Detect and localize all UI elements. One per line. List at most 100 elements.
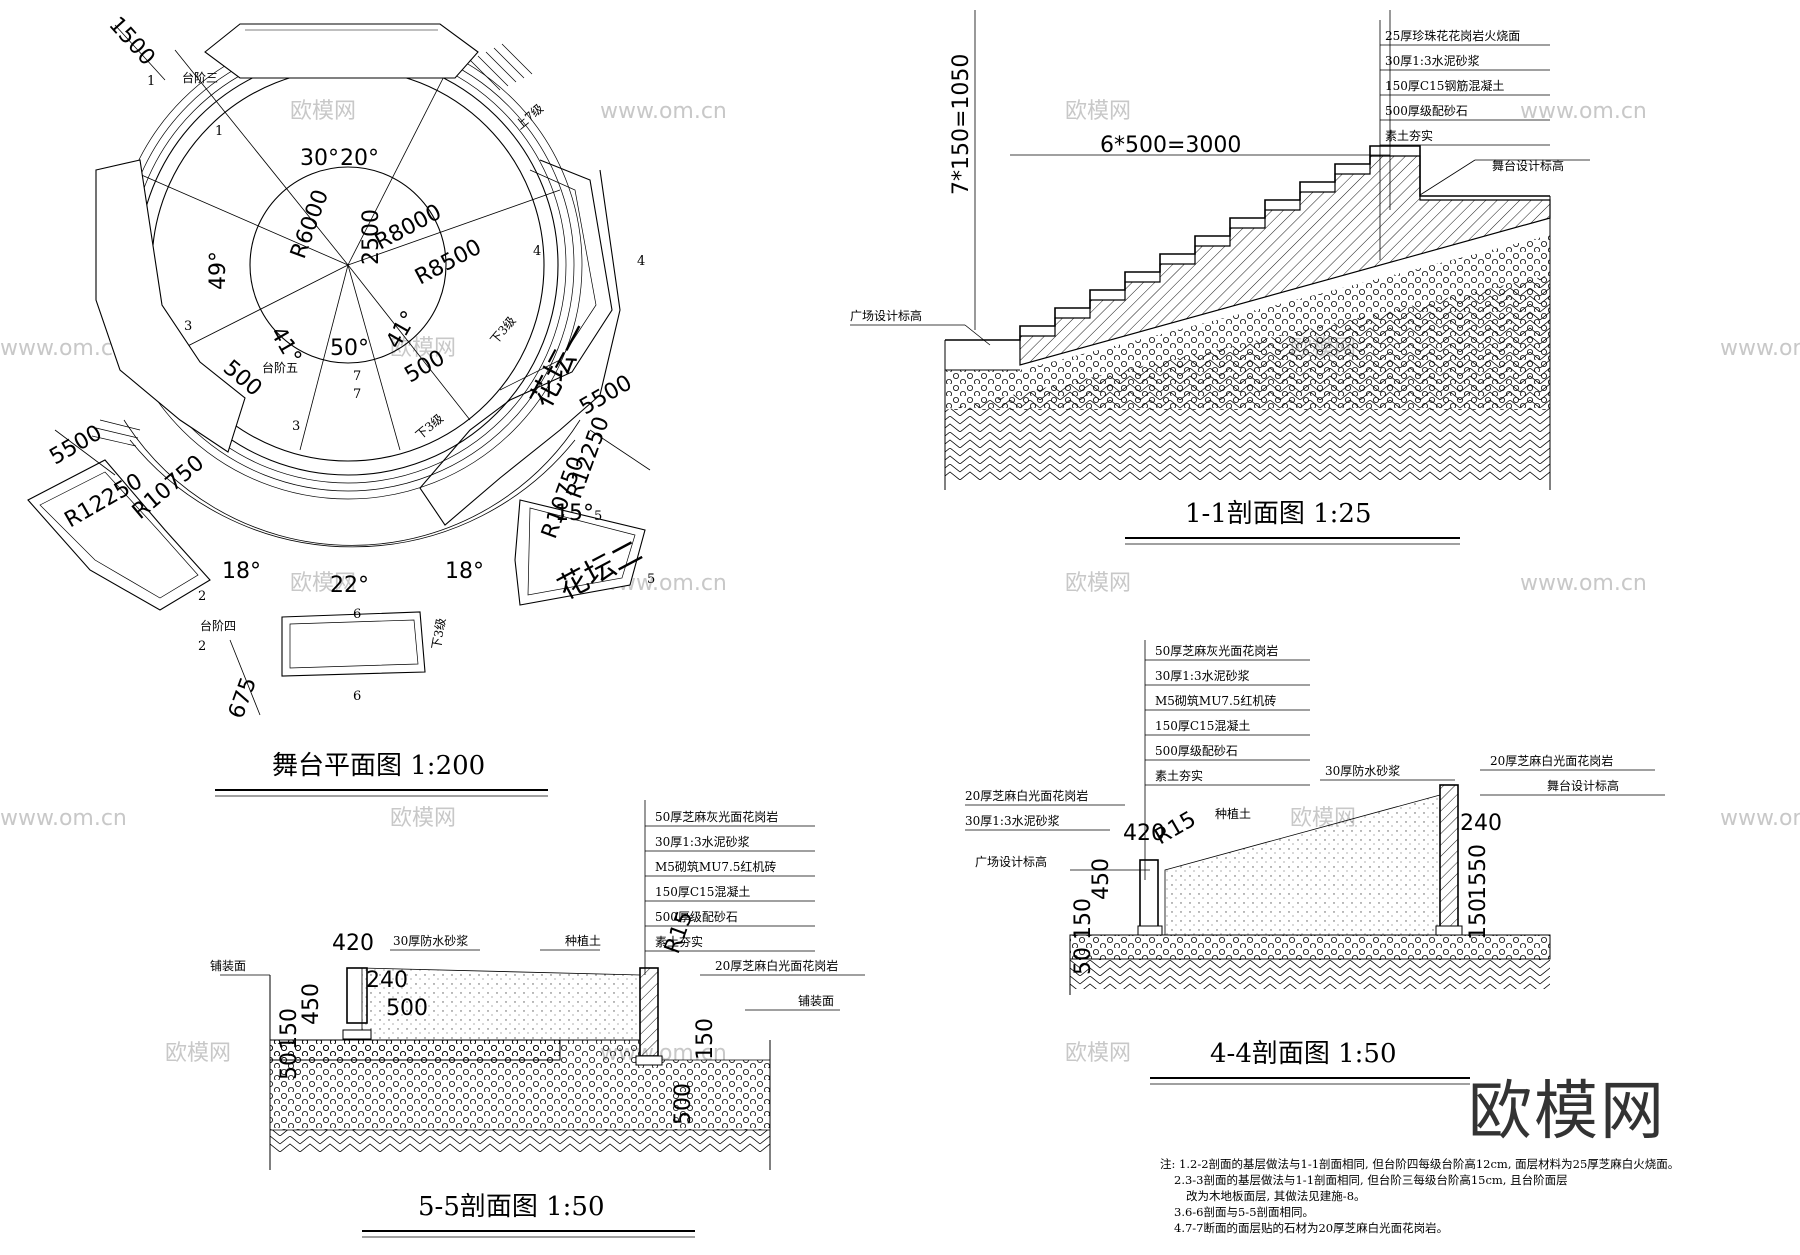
dimension: 150 — [693, 1018, 718, 1060]
step-label: 下3级 — [429, 617, 448, 651]
step-label: 上7级 — [513, 101, 546, 132]
dimension: 500 — [386, 996, 428, 1021]
layer-label: M5砌筑MU7.5红机砖 — [1155, 693, 1276, 708]
layer-label: 30厚1:3水泥砂浆 — [1155, 668, 1250, 683]
dimension: 1500 — [104, 12, 160, 70]
section-mark: 1 — [147, 74, 155, 89]
note-line: 改为木地板面层, 其做法见建施-8。 — [1186, 1189, 1366, 1203]
dimension: 22° — [330, 573, 369, 598]
layer-label: 150厚C15混凝土 — [655, 884, 750, 899]
dimension: 50° — [330, 336, 369, 361]
section-mark: 5 — [594, 509, 602, 524]
level-label: 广场设计标高 — [850, 308, 922, 323]
section-mark: 4 — [533, 244, 541, 259]
paving-label: 铺装面 — [210, 959, 246, 973]
layer-label: 素土夯实 — [1385, 128, 1433, 143]
section-mark: 4 — [637, 254, 645, 269]
dimension: 7*150=1050 — [949, 54, 974, 195]
step-label: 台阶三 — [182, 70, 218, 85]
level-label: 舞台设计标高 — [1492, 158, 1564, 173]
layer-label: 50厚芝麻灰光面花岗岩 — [1155, 643, 1278, 658]
dimension: 20° — [340, 146, 379, 171]
dimension: 450 — [299, 983, 324, 1025]
watermark: www.om.cn — [0, 336, 127, 361]
dimension: 450 — [1089, 858, 1114, 900]
dimension: 420 — [1123, 821, 1165, 846]
watermark: 欧模网 — [390, 336, 456, 361]
layer-label: 素土夯实 — [1155, 768, 1203, 783]
dimension: 420 — [332, 931, 374, 956]
dimension: 150 — [1466, 898, 1491, 940]
watermark: www.om.cn — [0, 806, 127, 831]
dimension: 5500 — [576, 371, 637, 421]
layer-label: 30厚防水砂浆 — [393, 933, 468, 948]
stage-plan — [27, 23, 651, 716]
drawing-title: 5-5剖面图 1:50 — [418, 1192, 605, 1222]
watermark: www.om.cn — [1720, 336, 1800, 361]
section-mark: 6 — [353, 689, 361, 704]
section-mark: 6 — [353, 607, 361, 622]
layer-label: 150厚C15混凝土 — [1155, 718, 1250, 733]
note-line: 注: 1.2-2剖面的基层做法与1-1剖面相同, 但台阶四每级台阶高12cm, … — [1160, 1157, 1680, 1171]
section-4-4: 50厚芝麻灰光面花岗岩 30厚1:3水泥砂浆 M5砌筑MU7.5红机砖 150厚… — [965, 640, 1665, 1085]
watermark: 欧模网 — [1065, 1041, 1131, 1066]
note-line: 2.3-3剖面的基层做法与1-1剖面相同, 但台阶三每级台阶高15cm, 且台阶… — [1174, 1173, 1568, 1187]
dimension: 50 — [277, 1052, 302, 1080]
drawing-title: 舞台平面图 1:200 — [272, 751, 485, 781]
dimension: 500 — [671, 1083, 696, 1125]
section-mark: 2 — [198, 589, 206, 604]
step-label: 下3级 — [488, 314, 519, 347]
watermark: www.om.cn — [1720, 806, 1800, 831]
layer-label: M5砌筑MU7.5红机砖 — [655, 859, 776, 874]
notes: 注: 1.2-2剖面的基层做法与1-1剖面相同, 但台阶四每级台阶高12cm, … — [1160, 1156, 1679, 1236]
dimension: 240 — [366, 968, 408, 993]
note-line: 4.7-7断面的面层贴的石材为20厚芝麻白光面花岗岩。 — [1174, 1221, 1449, 1235]
section-mark: 7 — [353, 387, 361, 402]
layer-label: 30厚1:3水泥砂浆 — [1385, 53, 1480, 68]
section-mark: 5 — [647, 572, 655, 587]
section-mark: 1 — [215, 124, 223, 139]
layer-label: 30厚1:3水泥砂浆 — [965, 813, 1060, 828]
note-line: 3.6-6剖面与5-5剖面相同。 — [1174, 1205, 1315, 1219]
paving-label: 铺装面 — [798, 994, 834, 1008]
dimension: 49° — [206, 251, 231, 290]
dimension: 1550 — [1466, 844, 1491, 900]
layer-label: 500厚级配砂石 — [655, 910, 738, 924]
soil-label: 种植土 — [565, 933, 601, 948]
section-mark: 2 — [198, 639, 206, 654]
soil-label: 种植土 — [1215, 806, 1251, 821]
dimension: 6*500=3000 — [1100, 133, 1241, 158]
section-5-5: 50厚芝麻灰光面花岗岩 30厚1:3水泥砂浆 M5砌筑MU7.5红机砖 150厚… — [210, 800, 865, 1238]
layer-label: 30厚1:3水泥砂浆 — [655, 834, 750, 849]
dimension: 5500 — [46, 421, 107, 471]
section-mark: 3 — [292, 419, 300, 434]
layer-label: 20厚芝麻白光面花岗岩 — [965, 788, 1088, 803]
layer-label: 素土夯实 — [655, 934, 703, 949]
section-1-1: 6*500=3000 7*150=1050 25厚珍珠花花岗岩火烧面 30厚1:… — [850, 10, 1590, 545]
plan-labels: 台阶三 台阶五 台阶四 上7级 下3级 下3级 下3级 花坛一 花坛二 1500… — [46, 12, 655, 797]
dimension: R8500 — [411, 235, 486, 291]
dimension: 240 — [1460, 811, 1502, 836]
watermark: 欧模网 — [290, 571, 356, 596]
watermark: 欧模网 — [1065, 571, 1131, 596]
drawing-title: 1-1剖面图 1:25 — [1185, 499, 1372, 529]
dimension: 50 — [1071, 947, 1096, 975]
layer-label: 30厚防水砂浆 — [1325, 763, 1400, 778]
layer-label: 50厚芝麻灰光面花岗岩 — [655, 809, 778, 824]
level-label: 舞台设计标高 — [1547, 778, 1619, 793]
watermark: 欧模网 — [1065, 99, 1131, 124]
brand-logo: 欧模网 — [1468, 1075, 1666, 1149]
drawing-title: 4-4剖面图 1:50 — [1210, 1039, 1397, 1069]
dimension: 675 — [224, 674, 262, 722]
layer-label: 500厚级配砂石 — [1385, 104, 1468, 118]
dimension: 150 — [1071, 898, 1096, 940]
watermarks: 欧模网 www.om.cn 欧模网 www.om.cn www.om.cn 欧模… — [0, 99, 1800, 1066]
layer-label: 20厚芝麻白光面花岗岩 — [1490, 753, 1613, 768]
dimension: 18° — [222, 559, 261, 584]
watermark: www.om.cn — [600, 99, 727, 124]
section-mark: 7 — [353, 369, 361, 384]
step-label: 台阶四 — [200, 618, 236, 633]
watermark: 欧模网 — [390, 806, 456, 831]
level-label: 广场设计标高 — [975, 854, 1047, 869]
watermark: www.om.cn — [1520, 571, 1647, 596]
